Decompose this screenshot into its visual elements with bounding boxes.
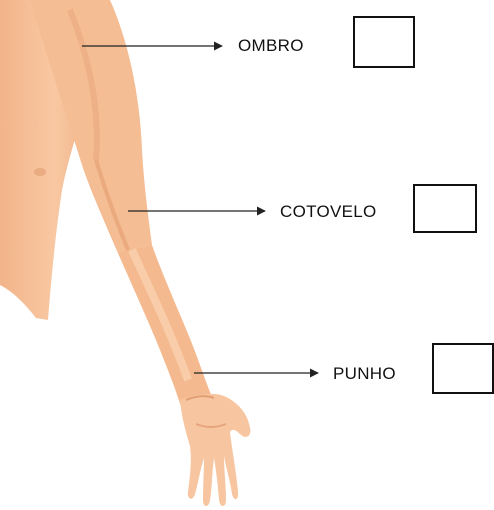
- elbow-label: COTOVELO: [280, 203, 377, 220]
- shoulder-answer-box[interactable]: [353, 16, 415, 68]
- shoulder-label: OMBRO: [238, 37, 304, 54]
- wrist-answer-box[interactable]: [432, 343, 494, 394]
- wrist-label: PUNHO: [333, 365, 396, 382]
- elbow-answer-box[interactable]: [413, 184, 477, 233]
- hand-shape: [180, 394, 250, 506]
- nipple-shape: [34, 168, 46, 176]
